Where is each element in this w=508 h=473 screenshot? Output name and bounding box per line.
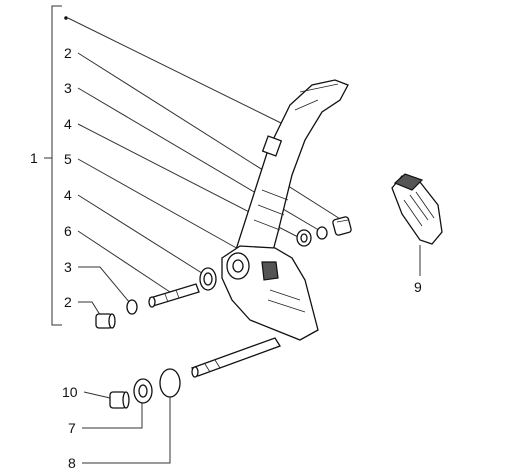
svg-text:3: 3 — [64, 80, 72, 96]
svg-text:4: 4 — [64, 116, 72, 132]
svg-text:3: 3 — [64, 259, 72, 275]
callout-8: 8 — [68, 395, 171, 471]
bush-part-2-lower — [95, 313, 116, 329]
pedal-rubber-part-9 — [391, 173, 443, 245]
pin-part-6 — [148, 283, 200, 308]
svg-text:5: 5 — [64, 151, 72, 167]
washer-part-7 — [133, 378, 153, 404]
svg-text:10: 10 — [62, 384, 78, 400]
callout-1: 1 — [30, 150, 38, 166]
svg-text:7: 7 — [68, 420, 76, 436]
washer-part-4-upper — [296, 229, 312, 247]
lower-shaft — [190, 337, 281, 378]
group-bracket: 1 — [30, 5, 62, 326]
svg-text:8: 8 — [68, 455, 76, 471]
pedal-pivot-body — [221, 245, 319, 341]
callout-9: 9 — [414, 245, 422, 295]
callout-5: 5 — [64, 151, 241, 251]
ring-part-3-lower — [126, 299, 138, 315]
callout-10: 10 — [62, 384, 111, 400]
ring-part-3-upper — [316, 226, 328, 240]
washer-part-4-lower — [199, 267, 217, 291]
svg-text:4: 4 — [64, 187, 72, 203]
svg-text:6: 6 — [64, 223, 72, 239]
svg-text:2: 2 — [64, 294, 72, 310]
svg-text:2: 2 — [64, 45, 72, 61]
pedal-lever-arm — [231, 79, 349, 263]
bush-part-2-upper — [332, 216, 352, 236]
bush-part-10 — [109, 391, 130, 409]
ring-part-8 — [159, 368, 181, 398]
callout-3-lower: 3 — [64, 259, 131, 304]
callout-2-top: 2 — [64, 45, 346, 223]
callout-6: 6 — [64, 223, 171, 293]
callout-2-lower: 2 — [64, 294, 103, 319]
callout-bullet-top — [64, 16, 286, 126]
callout-7: 7 — [68, 400, 143, 436]
callout-4-lower: 4 — [64, 187, 206, 276]
svg-text:9: 9 — [414, 279, 422, 295]
